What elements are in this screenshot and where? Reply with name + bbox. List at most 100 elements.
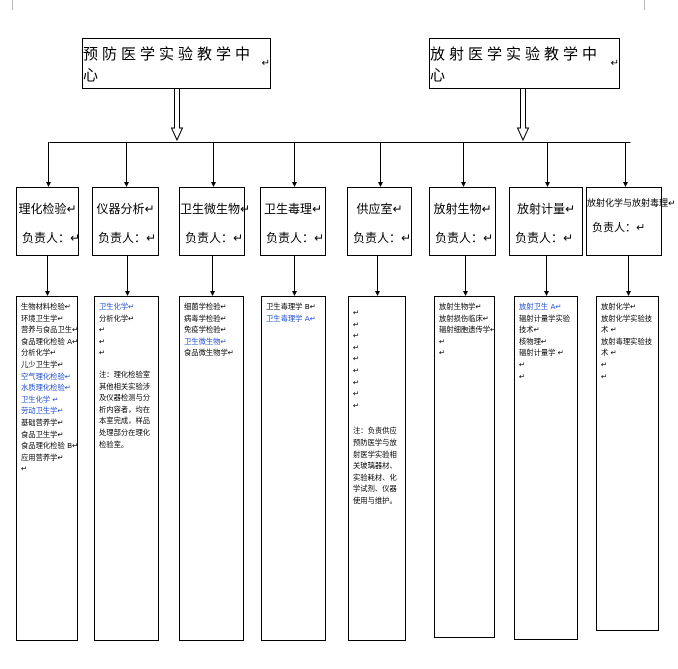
department-title: 放射化学与放射毒理↵ <box>587 199 676 209</box>
list-item: 食品微生物学↵ <box>184 348 234 358</box>
list-item: 分析化学↵ <box>99 313 135 323</box>
course-list: ↵↵↵↵↵↵↵↵↵注：负责供应预防医学与放射医学实验相关玻璃器材、实验耗材、化学… <box>348 296 406 641</box>
list-item: ↵ <box>99 336 106 346</box>
course-list: 卫生化学↵分析化学↵↵↵↵注：理化检验室其他相关实验涉及仪器检测与分析内容者，均… <box>94 296 159 641</box>
list-item: ↵ <box>439 336 446 346</box>
department-note: 注：理化检验室其他相关实验涉及仪器检测与分析内容者，均在本室完成，样品处理部分在… <box>99 369 151 449</box>
list-item: 放射化学↵ <box>601 302 637 311</box>
course-list: 放射化学↵放射化学实验技术 ↵放射毒理实验技术 ↵↵↵ <box>596 296 659 631</box>
department-note: 注：负责供应预防医学与放射医学实验相关玻璃器材、实验耗材、化学试剂、仪器使用与维… <box>353 426 397 505</box>
list-item: 营养与食品卫生↵ <box>21 325 79 335</box>
department-header: 放射化学与放射毒理↵ 负责人：↵ <box>586 187 676 256</box>
list-item: 卫生微生物↵ <box>184 336 227 346</box>
department-header: 卫生毒理↵ 负责人：↵ <box>260 187 326 256</box>
list-item: 放射毒理实验技 <box>601 336 653 346</box>
center-2-arrow <box>516 89 530 142</box>
department-title: 卫生微生物↵ <box>180 202 251 216</box>
list-item: ↵ <box>353 400 360 410</box>
list-item: 术 ↵ <box>601 325 617 335</box>
arrowhead-icon <box>375 291 380 296</box>
department-title: 放射生物↵ <box>433 202 492 216</box>
center-1-arrow <box>170 89 184 142</box>
list-item: 细菌学检验↵ <box>184 302 227 311</box>
responsible-label: 负责人：↵ <box>353 231 412 245</box>
page-corner-mark-right <box>644 0 655 10</box>
list-item: 卫生毒理学 B↵ <box>266 302 316 311</box>
list-item: 放射损伤临床↵ <box>439 313 489 323</box>
arrowhead-icon <box>124 182 129 187</box>
paragraph-mark-icon: ↵ <box>261 58 270 69</box>
list-item: 空气理化检验↵ <box>21 371 71 381</box>
list-item: 食品卫生学↵ <box>21 429 64 439</box>
course-list: 放射卫生 A↵辐射计量学实验技术↵核物理↵辐射计量学 ↵↵↵ <box>514 296 578 640</box>
list-item: ↵ <box>353 377 360 387</box>
department-title: 理化检验↵ <box>18 202 77 216</box>
list-item: 放射化学实验技 <box>601 313 653 323</box>
list-item: ↵ <box>353 331 360 341</box>
arrowhead-icon <box>125 291 130 296</box>
list-item: 卫生毒理学 A↵ <box>266 313 316 323</box>
center-title: 放射医学实验教学中心 <box>430 44 602 84</box>
department-header: 供应室↵ 负责人：↵ <box>347 187 412 256</box>
arrowhead-icon <box>378 182 383 187</box>
arrowhead-icon <box>623 182 628 187</box>
responsible-label: 负责人：↵ <box>435 231 494 245</box>
center-box-radiation: 放射医学实验教学中心↵ <box>429 38 620 89</box>
department-title: 仪器分析↵ <box>96 202 155 216</box>
list-item: ↵ <box>519 359 526 369</box>
list-item: ↵ <box>99 348 106 358</box>
list-item: ↵ <box>353 365 360 375</box>
list-item: ↵ <box>601 359 608 369</box>
arrowhead-icon <box>211 182 216 187</box>
list-item: 免疫学检验↵ <box>184 325 227 335</box>
list-item: 劳动卫生学↵ <box>21 406 64 416</box>
list-item: ↵ <box>601 371 608 381</box>
list-item: 环境卫生学↵ <box>21 313 64 323</box>
arrowhead-icon <box>544 291 549 296</box>
department-header: 放射生物↵ 负责人：↵ <box>429 187 496 256</box>
course-list: 放射生物学↵放射损伤临床↵辐射细胞遗传学↵↵↵ <box>434 296 496 638</box>
list-item: ↵ <box>519 371 526 381</box>
list-item: 食品理化检验 A↵ <box>21 336 79 346</box>
list-item: 生物材料检验↵ <box>21 302 71 311</box>
responsible-label: 负责人：↵ <box>185 231 244 245</box>
department-header: 仪器分析↵ 负责人：↵ <box>92 187 159 256</box>
responsible-label: 负责人：↵ <box>98 231 157 245</box>
center-title: 预防医学实验教学中心 <box>83 44 255 84</box>
course-list: 细菌学检验↵ 病毒学检验↵ 免疫学检验↵卫生微生物↵ 食品微生物学↵ <box>179 296 244 641</box>
center-box-preventive: 预防医学实验教学中心 ↵ <box>82 38 271 89</box>
responsible-label: 负责人：↵ <box>592 221 646 234</box>
list-item: ↵ <box>353 308 360 317</box>
list-item: 辐射计量学实验 <box>519 313 571 323</box>
arrowhead-icon <box>463 291 468 296</box>
arrowhead-icon <box>545 182 550 187</box>
responsible-label: 负责人：↵ <box>266 231 325 245</box>
department-header: 理化检验↵ 负责人：↵ <box>16 187 81 256</box>
list-item: ↵ <box>439 348 446 358</box>
page-corner-mark-left <box>2 0 13 10</box>
course-list: 卫生毒理学 B↵ 卫生毒理学 A↵ <box>261 296 326 641</box>
list-item: 儿少卫生学↵ <box>21 359 64 369</box>
list-item: 分析化学↵ <box>21 348 57 358</box>
list-item: 卫生化学↵ <box>99 302 135 311</box>
list-item: ↵ <box>353 342 360 352</box>
responsible-label: 负责人：↵ <box>22 231 81 245</box>
department-title: 卫生毒理↵ <box>263 202 323 216</box>
list-item: ↵ <box>21 464 28 474</box>
department-header: 放射计量↵负责人：↵ <box>509 187 583 256</box>
department-title: 供应室↵ <box>356 202 403 216</box>
list-item: 基础营养学↵ <box>21 417 64 427</box>
department-title: 放射计量↵ <box>516 202 576 216</box>
list-item: 术 ↵ <box>601 348 617 358</box>
list-item: 放射卫生 A↵ <box>519 302 562 311</box>
list-item: 水质理化检验↵ <box>21 383 71 393</box>
arrowhead-icon <box>626 291 631 296</box>
arrowhead-icon <box>292 182 297 187</box>
arrowhead-icon <box>45 291 50 296</box>
list-item: ↵ <box>99 325 106 335</box>
arrowhead-icon <box>292 291 297 296</box>
list-item: 应用营养学↵ <box>21 452 64 462</box>
list-item: 病毒学检验↵ <box>184 313 227 323</box>
list-item: 辐射计量学 ↵ <box>519 348 564 358</box>
